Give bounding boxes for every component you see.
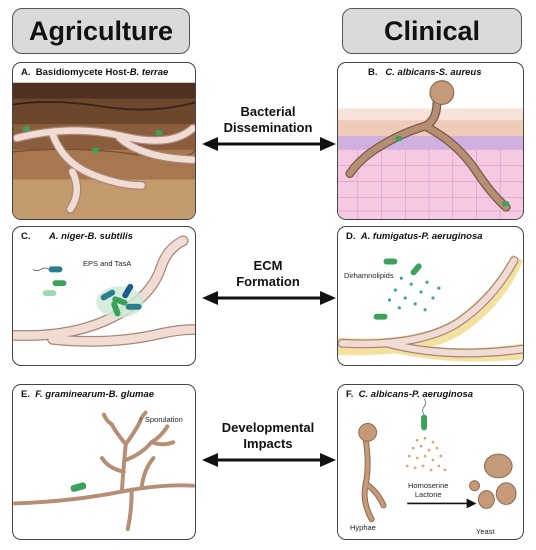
double-arrow-icon — [202, 137, 336, 151]
panel-d: D. A. fumigatus-P. aeruginosa Dirhamnoli… — [337, 226, 524, 366]
panel-f-title: F. C. albicans-P. aeruginosa — [346, 389, 474, 400]
panel-a-title: A. Basidiomycete Host-B. terrae — [21, 67, 169, 78]
header-agriculture: Agriculture — [12, 8, 190, 54]
panel-f-hyphae-label: Hyphae — [350, 523, 376, 532]
panel-c: C. A. niger-B. subtilis EPS and TasA — [12, 226, 196, 366]
panel-c-biofilm-illustration — [13, 235, 195, 347]
panel-d-annotation: Dirhamnolipids — [344, 271, 394, 280]
panel-f-yeast-label: Yeast — [476, 527, 495, 536]
header-clinical-text: Clinical — [383, 15, 481, 46]
panel-b-skin-illustration — [338, 80, 523, 219]
panel-e: E. F. graminearum-B. glumae ↑ Sporulatio… — [12, 384, 196, 540]
panel-d-title: D. A. fumigatus-P. aeruginosa — [346, 231, 483, 242]
panel-a: A. Basidiomycete Host-B. terrae — [12, 62, 196, 220]
up-arrow-icon: ↑ — [139, 415, 143, 424]
panel-f-morphology-illustration — [358, 398, 517, 523]
panel-e-annotation: ↑ Sporulation — [139, 415, 183, 424]
header-agriculture-text: Agriculture — [28, 15, 174, 46]
double-arrow-icon — [202, 453, 336, 467]
panel-e-sporulation-illustration — [13, 410, 195, 532]
header-clinical: Clinical — [342, 8, 522, 54]
double-arrow-icon — [202, 291, 336, 305]
panel-d-matrix-illustration — [338, 254, 523, 362]
panel-a-soil-illustration — [13, 82, 195, 219]
panel-c-annotation: EPS and TasA — [83, 259, 132, 268]
panel-e-title: E. F. graminearum-B. glumae — [21, 389, 155, 400]
panel-b: B. C. albicans-S. aureus — [337, 62, 524, 220]
panel-b-title: B. C. albicans-S. aureus — [368, 67, 482, 78]
panel-c-title: C. A. niger-B. subtilis — [21, 231, 133, 242]
